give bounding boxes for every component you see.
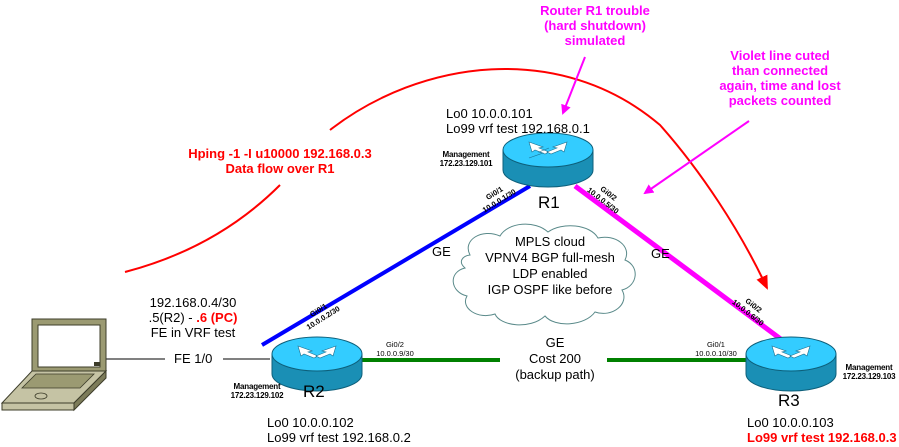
- r1-lo99: Lo99 vrf test 192.168.0.1: [446, 121, 590, 136]
- router-r3-icon[interactable]: [745, 336, 837, 392]
- backup-path-label: GE Cost 200 (backup path): [505, 335, 605, 383]
- r2-name: R2: [303, 382, 325, 401]
- annotation-line: (hard shutdown): [544, 18, 646, 33]
- annotation-line: Hping -1 -I u10000 192.168.0.3: [188, 146, 372, 161]
- annotation-line: again, time and lost: [719, 78, 841, 93]
- link-r1-r3: [573, 183, 784, 343]
- r3-name: R3: [778, 391, 800, 410]
- pc-subnet: 192.168.0.4/30: [149, 295, 237, 310]
- mgmt-ip: 172.23.129.101: [439, 159, 493, 168]
- pc-addresses: .5(R2) - .6 (PC): [138, 310, 248, 325]
- cloud-text: MPLS cloud VPNV4 BGP full-mesh LDP enabl…: [460, 234, 640, 298]
- r3-management: Management 172.23.129.103: [838, 363, 899, 381]
- violet-line-arrow: [643, 120, 750, 195]
- link-r1-r2-type: GE: [432, 244, 451, 259]
- annotation-violet-line: Violet line cuted than connected again, …: [715, 48, 845, 108]
- cloud-line: LDP enabled: [512, 266, 588, 281]
- pc-addr: .6 (PC): [196, 310, 238, 325]
- cloud-line: MPLS cloud: [514, 234, 586, 249]
- cloud-line: IGP OSPF like before: [487, 282, 613, 297]
- mgmt-ip: 172.23.129.102: [230, 391, 284, 400]
- pc-link-label: FE 1/0: [174, 351, 213, 366]
- pc-vrf-note: FE in VRF test: [150, 325, 236, 340]
- r2-loopback-info: Lo0 10.0.0.102 Lo99 vrf test 192.168.0.2: [267, 415, 411, 445]
- if-name: Gi0/1: [707, 340, 725, 349]
- r2-lo0: Lo0 10.0.0.102: [267, 415, 354, 430]
- link-r1-r3-type: GE: [651, 246, 670, 261]
- r2-addr: .5(R2) -: [148, 310, 197, 325]
- if-ip: 10.0.0.9/30: [376, 349, 414, 358]
- annotation-hping: Hping -1 -I u10000 192.168.0.3 Data flow…: [185, 146, 375, 176]
- data-flow-curve-upper: [329, 68, 768, 290]
- r1-name: R1: [538, 193, 560, 212]
- data-flow-curve: [124, 184, 281, 273]
- mpls-cloud: [452, 223, 636, 326]
- laptop-pc-icon[interactable]: [0, 318, 108, 412]
- mgmt-label: Management: [442, 150, 490, 159]
- backup-line: (backup path): [515, 367, 595, 382]
- r3-lo0: Lo0 10.0.0.103: [747, 415, 834, 430]
- if-name: Gi0/2: [386, 340, 404, 349]
- annotation-line: simulated: [564, 33, 626, 48]
- r1-lo0: Lo0 10.0.0.101: [446, 106, 533, 121]
- backup-line: GE: [545, 335, 565, 350]
- r3-loopback-info: Lo0 10.0.0.103 Lo99 vrf test 192.168.0.3: [747, 415, 897, 445]
- r3-lo99: Lo99 vrf test 192.168.0.3: [747, 430, 897, 445]
- cloud-line: VPNV4 BGP full-mesh: [485, 250, 615, 265]
- r3-gi01-label: Gi0/1 10.0.0.10/30: [690, 340, 742, 358]
- annotation-line: packets counted: [728, 93, 832, 108]
- pc-link-info: 192.168.0.4/30 .5(R2) - .6 (PC) FE in VR…: [138, 295, 248, 340]
- r2-lo99: Lo99 vrf test 192.168.0.2: [267, 430, 411, 445]
- mgmt-label: Management: [233, 382, 281, 391]
- r2-management: Management 172.23.129.102: [223, 382, 291, 400]
- annotation-line: than connected: [731, 63, 829, 78]
- router-r2-icon[interactable]: [271, 336, 363, 392]
- annotation-line: Violet line cuted: [730, 48, 830, 63]
- r1-trouble-arrow: [561, 56, 586, 115]
- router-r1-icon[interactable]: [502, 132, 594, 188]
- r1-management: Management 172.23.129.101: [432, 150, 500, 168]
- r2-gi02-label: Gi0/2 10.0.0.9/30: [370, 340, 420, 358]
- mgmt-ip: 172.23.129.103: [842, 372, 896, 381]
- mgmt-label: Management: [845, 363, 893, 372]
- r1-loopback-info: Lo0 10.0.0.101 Lo99 vrf test 192.168.0.1: [446, 106, 590, 136]
- if-ip: 10.0.0.10/30: [695, 349, 737, 358]
- link-r1-r2: [260, 184, 532, 347]
- annotation-line: Data flow over R1: [225, 161, 335, 176]
- annotation-r1-trouble: Router R1 trouble (hard shutdown) simula…: [535, 3, 655, 48]
- backup-line: Cost 200: [528, 351, 582, 366]
- annotation-line: Router R1 trouble: [540, 3, 650, 18]
